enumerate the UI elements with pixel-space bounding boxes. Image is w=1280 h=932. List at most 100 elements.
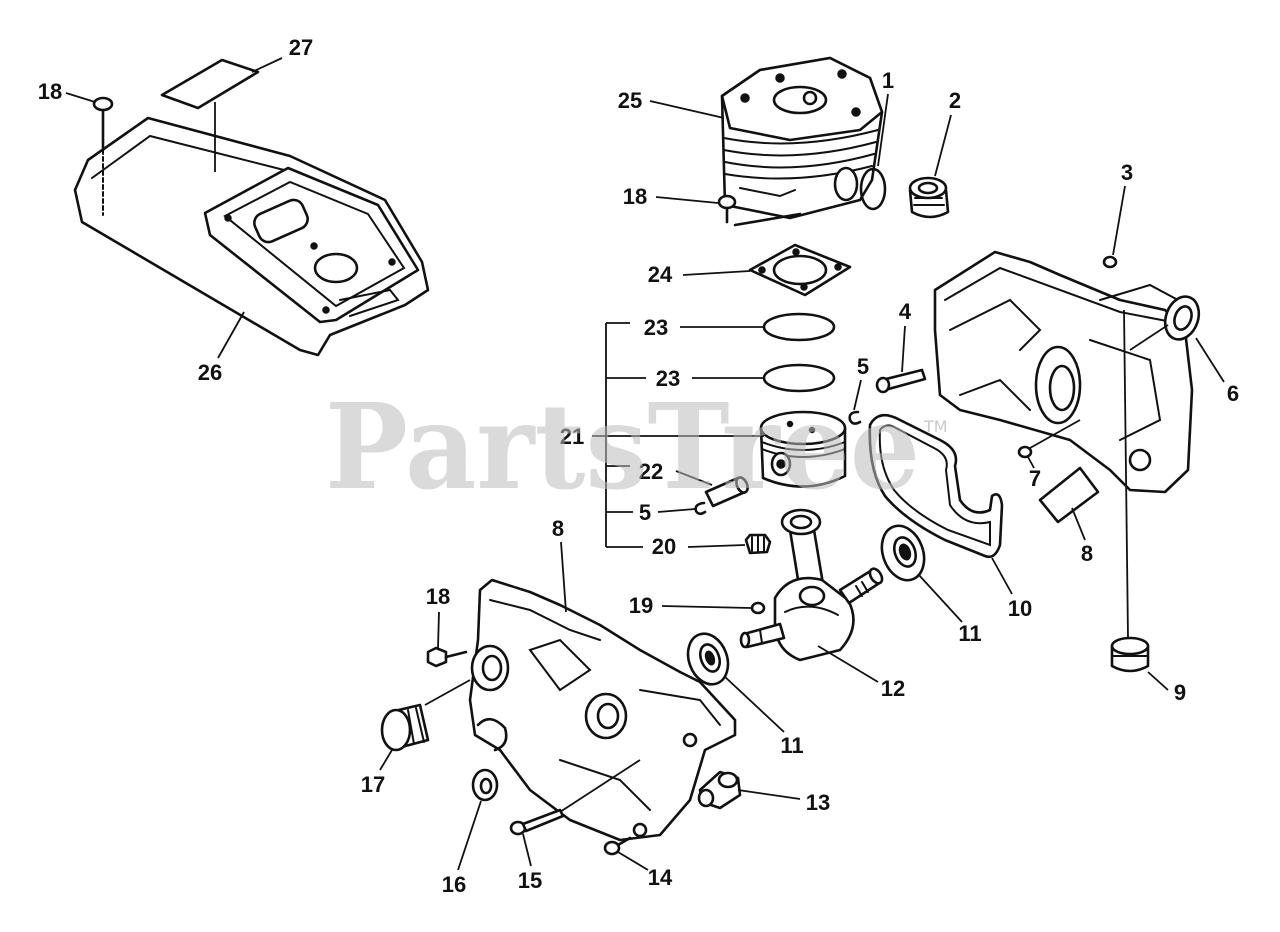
part-9-rubber-mount (1110, 636, 1150, 673)
leader-line-12 (817, 645, 879, 683)
callout-18-cover-screw: 18 (38, 79, 62, 104)
part-27-label-plate (160, 58, 260, 110)
part-10-crankcase-gasket (868, 413, 1004, 559)
leader-line-11-upper (917, 573, 963, 623)
leader-line-5-right (853, 379, 862, 411)
leader-line-13 (737, 789, 801, 800)
part-4-guide-pin (875, 368, 927, 394)
watermark-text: PartsTree (325, 377, 920, 516)
callout-8-left: 8 (552, 516, 564, 541)
callout-19: 19 (629, 593, 653, 618)
callout-2: 2 (949, 88, 961, 113)
leader-line-6 (1195, 337, 1225, 383)
part-26-cover (73, 116, 430, 357)
callout-1: 1 (882, 68, 894, 93)
leader-line-8-right (1071, 507, 1086, 541)
leader-line-15-to-case (559, 759, 641, 813)
part-22-piston-pin (704, 476, 749, 508)
leader-line-26 (217, 311, 245, 359)
callout-17: 17 (361, 772, 385, 797)
part-5-circlip-left (694, 501, 707, 516)
callout-5-left: 5 (639, 500, 651, 525)
part-7-plug (1017, 445, 1033, 459)
callout-11-upper: 11 (958, 621, 981, 646)
leader-line-15 (522, 833, 532, 867)
part-11-bearing-right (880, 524, 926, 582)
watermark-trademark: TM (923, 417, 948, 436)
callout-15: 15 (518, 868, 542, 893)
part-18-screw-cylinder (717, 194, 737, 224)
leader-line-7-to-case (1029, 419, 1081, 449)
callout-3: 3 (1121, 160, 1133, 185)
callout-8-right: 8 (1081, 541, 1093, 566)
part-8-plate-right (1038, 466, 1100, 524)
leader-line-14 (617, 851, 649, 871)
part-23-piston-ring-upper (762, 312, 836, 342)
part-13-fitting (697, 770, 742, 810)
callout-20: 20 (652, 534, 676, 559)
leader-line-19 (661, 605, 752, 609)
callout-12: 12 (881, 676, 905, 701)
callout-22: 22 (639, 459, 663, 484)
part-6-oil-seal (1163, 295, 1201, 341)
part-15-bolt (509, 808, 565, 836)
part-21-piston (759, 410, 847, 488)
part-19-key (750, 601, 766, 615)
leader-line-18-cover (65, 92, 96, 103)
leader-line-2 (934, 114, 952, 177)
leader-line-6-to-case (1129, 324, 1169, 351)
callout-numbers: 27 18 26 25 1 2 18 3 24 23 23 21 22 5 20… (38, 35, 1239, 897)
callout-7: 7 (1029, 466, 1041, 491)
leader-lines (65, 57, 1225, 871)
callout-9: 9 (1174, 680, 1186, 705)
watermark: PartsTree TM (325, 377, 948, 516)
part-3-screw (1102, 255, 1118, 269)
leader-line-24 (682, 270, 751, 276)
part-18-screw-crankcase (426, 646, 468, 668)
part-16-washer (471, 768, 499, 802)
callout-21: 21 (560, 424, 584, 449)
part-12-crankshaft (739, 508, 884, 662)
part-17-plug (380, 703, 430, 752)
leader-line-16 (457, 800, 482, 871)
leader-line-9 (1147, 671, 1169, 691)
leader-line-4 (901, 325, 906, 373)
leader-line-10 (991, 557, 1013, 595)
callout-6: 6 (1227, 381, 1239, 406)
callout-18-cylinder-screw: 18 (623, 184, 647, 209)
leader-line-17 (379, 749, 393, 771)
callout-18-crankcase-screw: 18 (426, 584, 450, 609)
callout-4: 4 (899, 299, 912, 324)
part-5-circlip-right (848, 410, 862, 425)
leader-line-3 (1112, 185, 1126, 256)
crankcase-left-half (468, 578, 737, 842)
callout-27: 27 (289, 35, 313, 60)
leader-line-27 (251, 57, 283, 73)
part-14-screw (603, 836, 632, 856)
leader-line-18-crankcase (437, 611, 440, 649)
leader-line-11-lower (723, 675, 785, 733)
crankcase-right-half (933, 250, 1194, 494)
leader-line-20 (687, 544, 746, 548)
callout-11-lower: 11 (780, 733, 803, 758)
part-18-screw-cover (92, 96, 114, 216)
callout-14: 14 (648, 865, 673, 890)
leader-line-9-to-case (1123, 309, 1129, 639)
part-1-o-ring (859, 167, 887, 211)
leader-line-5-left (657, 508, 696, 513)
part-20-needle-bearing (744, 533, 772, 555)
leader-line-1 (877, 93, 889, 167)
part-25-cylinder (720, 56, 884, 227)
part-11-bearing-left (686, 632, 730, 686)
leader-line-17-to-case (424, 679, 471, 706)
leader-line-18-cylinder (655, 196, 719, 204)
callout-10: 10 (1008, 596, 1032, 621)
leader-line-8-left (560, 541, 567, 613)
leader-line-22 (675, 470, 713, 486)
callout-26: 26 (198, 360, 222, 385)
leader-line-7 (1027, 456, 1035, 469)
part-23-piston-ring-lower (762, 363, 836, 393)
part-2-adapter (908, 176, 950, 219)
callout-24: 24 (648, 262, 673, 287)
